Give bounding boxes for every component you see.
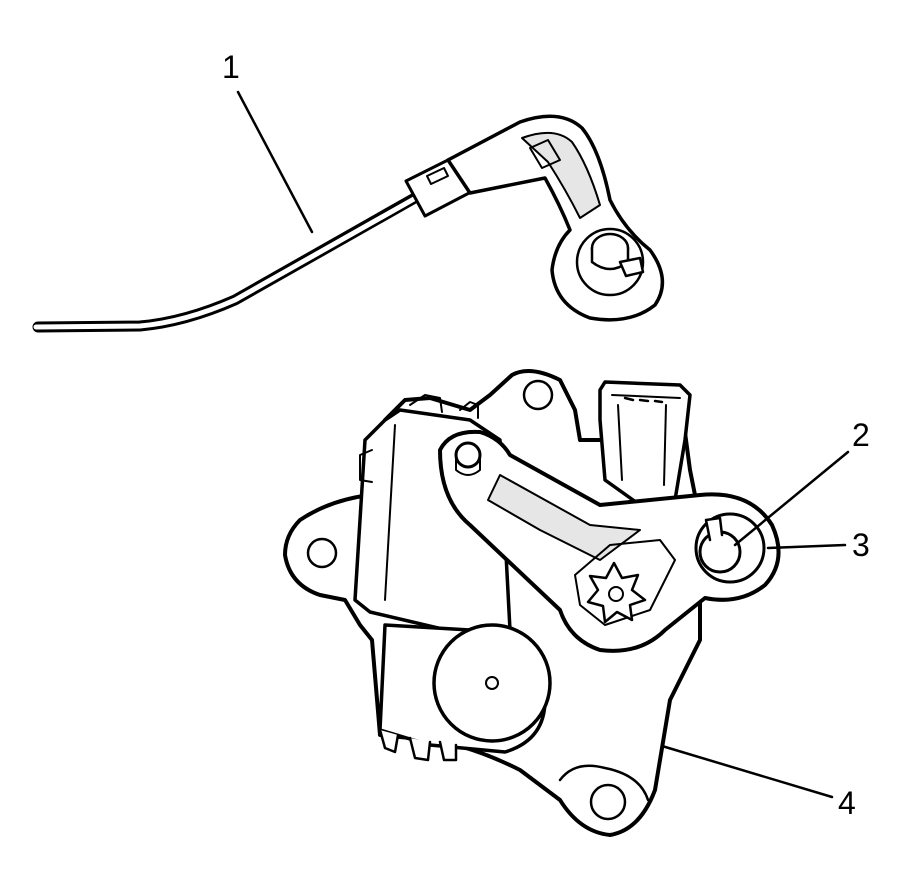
actuator-housing: [283, 369, 781, 837]
leader-line-4: [660, 744, 834, 799]
callout-labels: 1 2 3 4: [222, 49, 870, 821]
leader-line-3: [766, 543, 847, 550]
callout-3: 3: [852, 527, 870, 563]
callout-1: 1: [222, 49, 240, 85]
leader-lines: [236, 90, 850, 799]
cable-assembly: [32, 114, 665, 333]
leader-line-2: [733, 450, 850, 547]
callout-4: 4: [838, 785, 856, 821]
leader-line-1: [236, 90, 314, 234]
callout-2: 2: [852, 417, 870, 453]
